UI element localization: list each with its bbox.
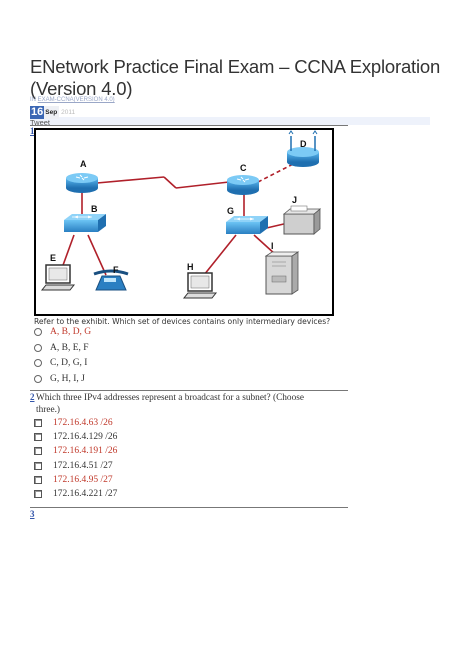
ip-phone-f-icon bbox=[93, 269, 129, 291]
question-2-option[interactable]: 172.16.4.221 /27 bbox=[34, 488, 117, 500]
printer-j-icon bbox=[282, 205, 322, 235]
label-f: F bbox=[113, 265, 119, 275]
category-link[interactable]: EXAM-CCNA(VERSION 4.0) bbox=[37, 97, 115, 103]
cables bbox=[61, 159, 302, 276]
switch-g-icon bbox=[226, 216, 268, 234]
post-date: 16 Sep 2011 bbox=[30, 106, 75, 119]
question-1-text: Refer to the exhibit. Which set of devic… bbox=[34, 317, 331, 326]
label-c: C bbox=[240, 163, 247, 173]
post-meta: IN EXAM-CCNA(VERSION 4.0) bbox=[30, 97, 115, 103]
switch-b-icon bbox=[64, 214, 106, 232]
option-label: 172.16.4.221 /27 bbox=[53, 489, 118, 499]
label-j: J bbox=[292, 195, 297, 205]
wireless-router-d-icon bbox=[287, 130, 319, 167]
question-2-option[interactable]: 172.16.4.95 /27 bbox=[34, 474, 113, 486]
share-bar bbox=[30, 117, 430, 125]
question-3-number[interactable]: 3 bbox=[30, 509, 35, 519]
question-2-number[interactable]: 2 bbox=[30, 392, 35, 402]
device-labels: A B C D E F G H I J bbox=[50, 139, 307, 275]
checkbox[interactable] bbox=[34, 447, 42, 456]
router-a-icon bbox=[66, 173, 98, 193]
option-label: C, D, G, I bbox=[50, 358, 88, 368]
divider bbox=[30, 390, 348, 391]
meta-in-label: IN bbox=[30, 97, 36, 103]
checkbox[interactable] bbox=[34, 433, 42, 442]
question-2-option[interactable]: 172.16.4.51 /27 bbox=[34, 460, 113, 472]
question-2-option[interactable]: 172.16.4.63 /26 bbox=[34, 417, 113, 429]
label-a: A bbox=[80, 159, 87, 169]
label-g: G bbox=[227, 206, 234, 216]
option-label: G, H, I, J bbox=[50, 373, 85, 384]
date-day: 16 bbox=[30, 106, 45, 119]
option-label: 172.16.4.191 /26 bbox=[53, 446, 118, 457]
label-b: B bbox=[91, 204, 98, 214]
date-month: Sep bbox=[44, 106, 60, 119]
option-label: 172.16.4.63 /26 bbox=[53, 418, 113, 428]
question-2-option[interactable]: 172.16.4.129 /26 bbox=[34, 431, 117, 443]
radio-button[interactable] bbox=[34, 359, 42, 367]
question-1-option[interactable]: C, D, G, I bbox=[34, 357, 87, 369]
label-i: I bbox=[271, 241, 274, 251]
radio-button[interactable] bbox=[34, 374, 42, 383]
label-d: D bbox=[300, 139, 307, 149]
question-2-text: Which three IPv4 addresses represent a b… bbox=[36, 393, 304, 415]
label-e: E bbox=[50, 253, 56, 263]
question-1-option[interactable]: A, B, D, G bbox=[34, 326, 91, 338]
divider bbox=[30, 507, 348, 508]
option-label: A, B, D, G bbox=[50, 327, 92, 337]
option-label: A, B, E, F bbox=[50, 342, 89, 353]
label-h: H bbox=[187, 262, 194, 272]
router-c-icon bbox=[227, 175, 259, 195]
question-1-option[interactable]: G, H, I, J bbox=[34, 373, 85, 385]
divider bbox=[30, 125, 348, 126]
pc-e-icon bbox=[40, 264, 76, 291]
checkbox[interactable] bbox=[34, 475, 42, 484]
network-exhibit-image: A B C D E F G H I J bbox=[34, 128, 334, 316]
checkbox[interactable] bbox=[34, 461, 42, 470]
option-label: 172.16.4.129 /26 bbox=[53, 432, 118, 443]
radio-button[interactable] bbox=[34, 328, 42, 336]
option-label: 172.16.4.51 /27 bbox=[53, 460, 113, 471]
question-2-option[interactable]: 172.16.4.191 /26 bbox=[34, 445, 117, 457]
question-1-option[interactable]: A, B, E, F bbox=[34, 342, 89, 354]
option-label: 172.16.4.95 /27 bbox=[53, 474, 113, 485]
tweet-button[interactable]: Tweet bbox=[30, 118, 51, 127]
date-year: 2011 bbox=[61, 109, 76, 116]
pc-h-icon bbox=[182, 272, 218, 299]
checkbox[interactable] bbox=[34, 419, 42, 427]
page-title: ENetwork Practice Final Exam – CCNA Expl… bbox=[30, 56, 441, 99]
radio-button[interactable] bbox=[34, 343, 42, 352]
checkbox[interactable] bbox=[34, 490, 42, 498]
question-1-number[interactable]: 1 bbox=[30, 126, 35, 136]
server-i-icon bbox=[264, 251, 300, 295]
